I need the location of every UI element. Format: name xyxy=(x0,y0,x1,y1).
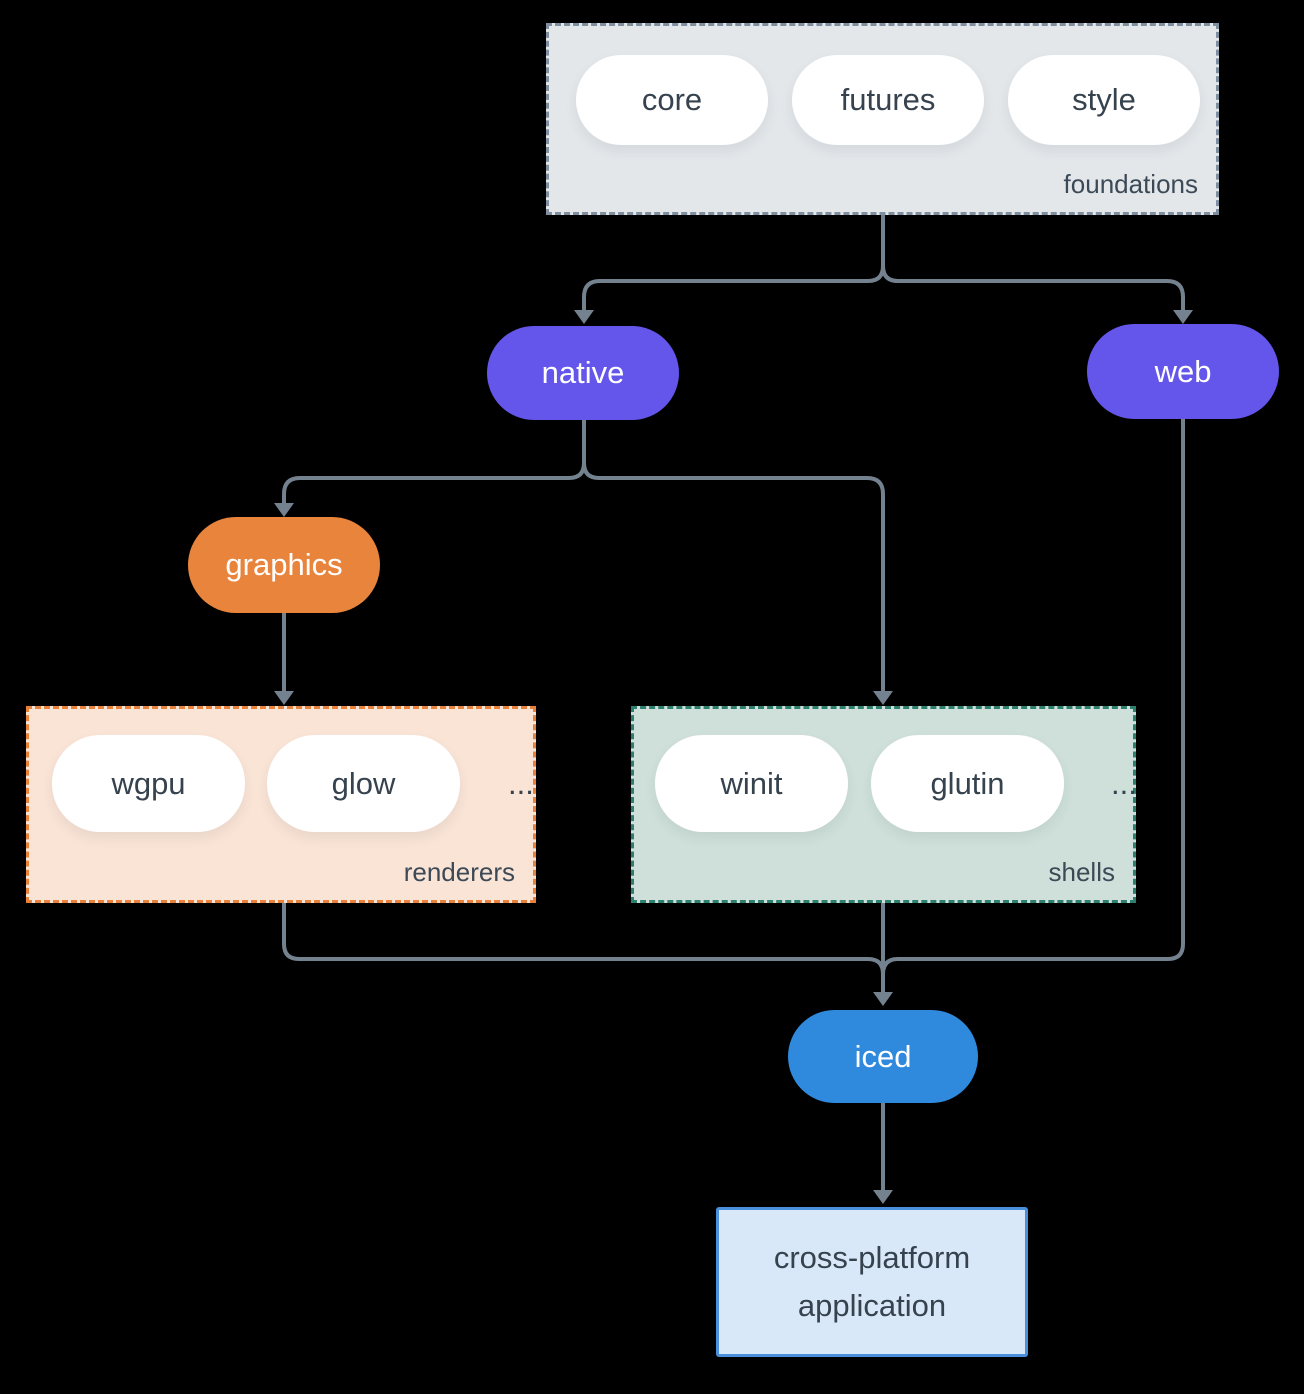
connector-renderers-to-iced xyxy=(282,903,885,975)
shells-label: shells xyxy=(1048,857,1115,887)
connector-native-to-graphics xyxy=(282,420,586,504)
arrowhead-web xyxy=(1173,310,1193,324)
shells-ellipsis: ... xyxy=(1111,765,1137,801)
native-node: native xyxy=(487,326,679,420)
arrowhead-shells xyxy=(873,691,893,705)
arrowhead-graphics xyxy=(274,503,294,517)
arrowhead-native xyxy=(574,310,594,324)
arrowhead-iced xyxy=(873,992,893,1006)
renderers-label: renderers xyxy=(403,857,515,887)
arrowhead-application xyxy=(873,1190,893,1204)
renderers-ellipsis: ... xyxy=(508,765,534,801)
application-label-line2: application xyxy=(797,1288,947,1323)
web-node: web xyxy=(1087,324,1279,419)
application-label-line1: cross-platform xyxy=(773,1239,971,1275)
renderers-group: wgpu glow ... renderers xyxy=(26,706,536,903)
pill-wgpu: wgpu xyxy=(52,735,245,832)
arrowhead-renderers xyxy=(274,691,294,705)
connector-foundations-to-web xyxy=(881,215,1185,311)
pill-winit: winit xyxy=(655,735,848,832)
shells-pills: winit glutin ... xyxy=(655,735,1137,832)
foundations-group: core futures style foundations xyxy=(546,23,1219,215)
pill-futures: futures xyxy=(792,55,984,145)
connector-native-to-shells xyxy=(582,420,885,691)
foundations-label: foundations xyxy=(1063,169,1198,199)
pill-glutin: glutin xyxy=(871,735,1064,832)
renderers-pills: wgpu glow ... xyxy=(52,735,534,832)
foundations-pills: core futures style xyxy=(576,55,1200,145)
graphics-node: graphics xyxy=(188,517,380,613)
application-node: cross-platform application xyxy=(716,1207,1028,1357)
iced-node: iced xyxy=(788,1010,978,1103)
connector-foundations-to-native xyxy=(582,215,885,311)
pill-core: core xyxy=(576,55,768,145)
shells-group: winit glutin ... shells xyxy=(631,706,1137,903)
pill-style: style xyxy=(1008,55,1200,145)
pill-glow: glow xyxy=(267,735,460,832)
